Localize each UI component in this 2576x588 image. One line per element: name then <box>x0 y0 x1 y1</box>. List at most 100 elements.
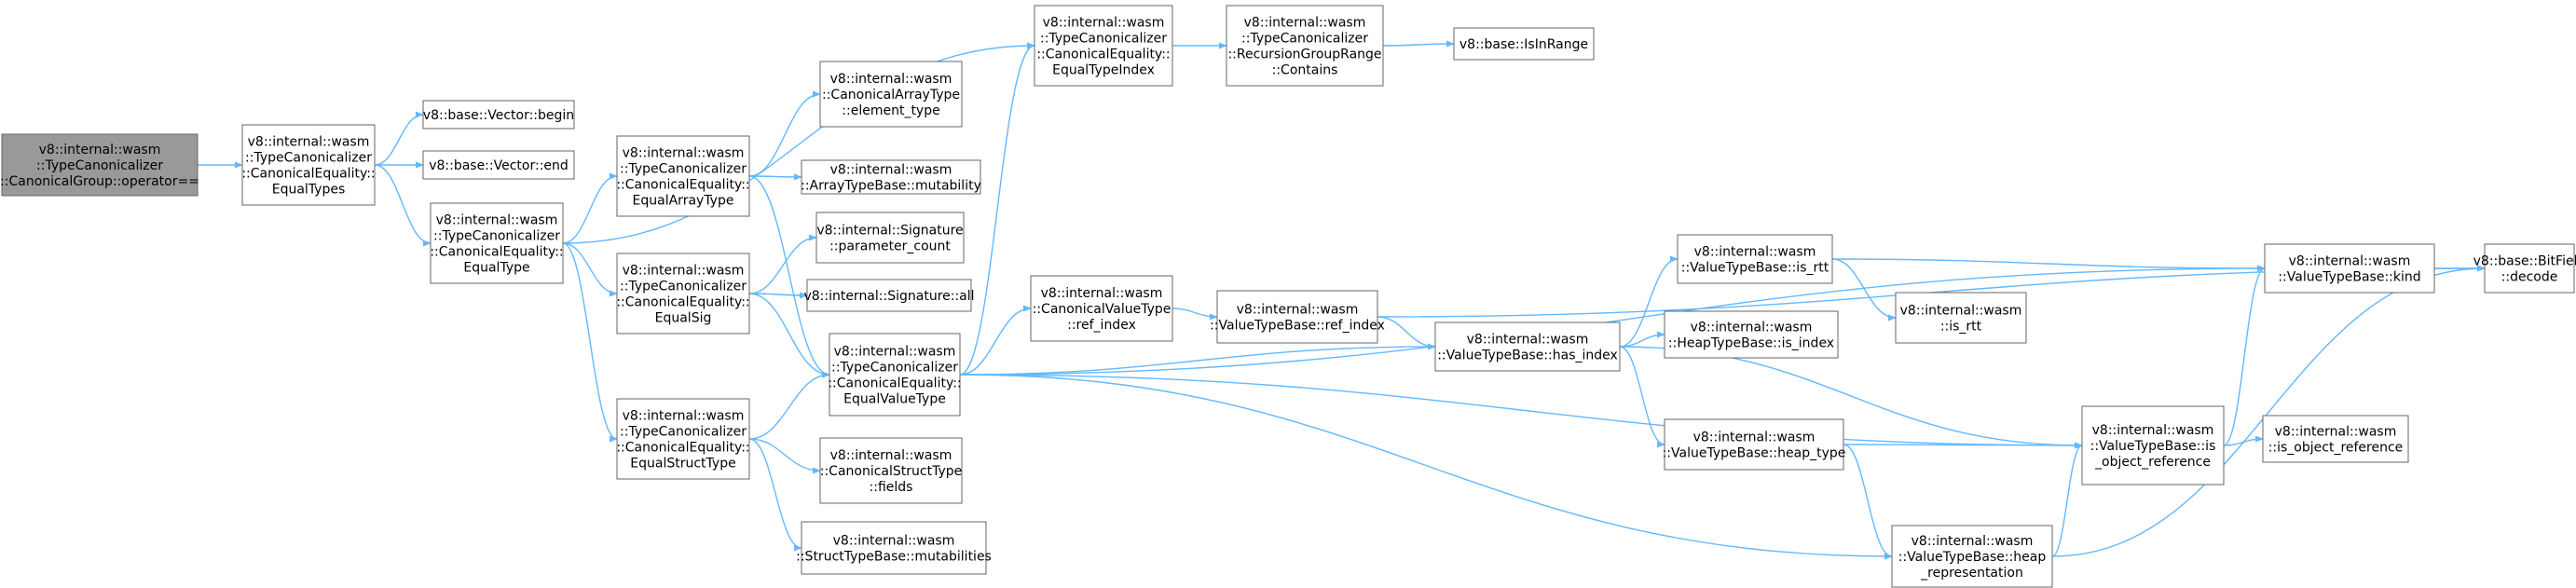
node-label-line: ::CanonicalEquality:: <box>616 295 749 310</box>
node-label-line: v8::internal::wasm <box>2275 425 2397 440</box>
node-internal-wasm-canonicalstructtype-fields[interactable]: v8::internal::wasm::CanonicalStructType:… <box>819 437 963 504</box>
node-box <box>819 61 963 128</box>
edge-n4-n6 <box>562 242 618 297</box>
edge-n18-n19 <box>1172 308 1218 321</box>
node-label-line: _object_reference <box>2094 455 2211 470</box>
edge-n6-n10 <box>748 234 817 294</box>
node-label-line: ::ValueTypeBase::kind <box>2278 270 2420 285</box>
node-label-line: ::TypeCanonicalizer <box>620 280 747 294</box>
edge-n16-n17 <box>1382 40 1455 48</box>
node-box <box>1030 275 1173 342</box>
node-nal-wasm-canonicalarraytype-element-type[interactable]: v8::internal::wasm::CanonicalArrayType::… <box>819 61 963 128</box>
node-v8-internal-wasm-is-rtt[interactable]: v8::internal::wasm::is_rtt <box>1895 292 2027 344</box>
node-label-line: v8::internal::wasm <box>1911 534 2034 549</box>
node-label-line: v8::internal::wasm <box>2092 423 2214 438</box>
edge-n1-n4 <box>374 164 432 247</box>
node-v8-internal-wasm-valuetypebase-is-rtt[interactable]: v8::internal::wasm::ValueTypeBase::is_rt… <box>1677 234 1833 284</box>
edge-n23-n29 <box>1843 444 1893 560</box>
edge-n5-n8 <box>748 90 821 177</box>
node-box <box>422 150 575 180</box>
edge-n1-n2 <box>374 111 424 166</box>
node-alizer-canonicalequality-equalstructtype[interactable]: v8::internal::wasm::TypeCanonicalizer::C… <box>616 398 750 480</box>
node-calizer-canonicalequality-equaltypeindex[interactable]: v8::internal::wasm::TypeCanonicalizer::C… <box>1034 5 1173 87</box>
node-label-line: v8::internal::wasm <box>830 448 952 463</box>
node-label-line: ::CanonicalEquality:: <box>241 167 375 182</box>
node-label-line: ::TypeCanonicalizer <box>36 158 163 173</box>
node-v8-base-vector-end[interactable]: v8::base::Vector::end <box>422 150 575 180</box>
node-label-line: ::CanonicalArrayType <box>822 88 960 103</box>
node-label-line: ::TypeCanonicalizer <box>1241 32 1368 47</box>
node-label-line: ::ValueTypeBase::heap <box>1898 550 2047 565</box>
edge-n7-n13 <box>748 438 821 474</box>
node-label-line: ::CanonicalEquality:: <box>1036 48 1170 62</box>
node-nonicalizer-canonicalequality-equaltypes[interactable]: v8::internal::wasm::TypeCanonicalizer::C… <box>241 124 376 206</box>
edge-n27-n25 <box>2223 265 2266 446</box>
node-v8-internal-signature-all[interactable]: v8::internal::Signature::all <box>803 279 975 312</box>
node-label-line: ::TypeCanonicalizer <box>831 361 958 376</box>
node-v8-internal-wasm-is-object-reference[interactable]: v8::internal::wasm::is_object_reference <box>2262 415 2409 463</box>
node-label-line: v8::internal::wasm <box>1691 321 1813 335</box>
node-label-line: v8::internal::wasm <box>1900 304 2022 319</box>
node-8-internal-wasm-arraytypebase-mutability[interactable]: v8::internal::wasm::ArrayTypeBase::mutab… <box>801 159 981 195</box>
node-label-line: ::TypeCanonicalizer <box>620 425 747 440</box>
node-label-line: ::CanonicalValueType <box>1033 302 1172 317</box>
node-label-line: v8::internal::wasm <box>436 213 558 228</box>
node-label-line: v8::internal::wasm <box>830 72 952 87</box>
node-v8-internal-wasm-valuetypebase-has-index[interactable]: v8::internal::wasm::ValueTypeBase::has_i… <box>1434 321 1621 372</box>
node-l-wasm-valuetypebase-heap-representation[interactable]: v8::internal::wasm::ValueTypeBase::heap_… <box>1891 525 2053 588</box>
node-label-line: ::CanonicalGroup::operator== <box>0 174 199 189</box>
node-label-line: EqualArrayType <box>633 194 734 209</box>
node-nternal-wasm-structtypebase-mutabilities[interactable]: v8::internal::wasm::StructTypeBase::muta… <box>796 521 992 575</box>
node-label-line: ::is_object_reference <box>2268 441 2404 456</box>
node-ypecanonicalizer-canonicalgroup-operator[interactable]: v8::internal::wasm::TypeCanonicalizer::C… <box>0 133 199 197</box>
node-label-line: v8::base::Vector::end <box>429 158 569 173</box>
node-ternal-wasm-canonicalvaluetype-ref-index[interactable]: v8::internal::wasm::CanonicalValueType::… <box>1030 275 1173 342</box>
node-v8-internal-wasm-valuetypebase-kind[interactable]: v8::internal::wasm::ValueTypeBase::kind <box>2264 243 2435 294</box>
node-v8-internal-wasm-valuetypebase-ref-index[interactable]: v8::internal::wasm::ValueTypeBase::ref_i… <box>1210 290 1385 344</box>
node-v8-internal-wasm-valuetypebase-heap-type[interactable]: v8::internal::wasm::ValueTypeBase::heap_… <box>1663 418 1846 471</box>
node-label-line: EqualType <box>463 261 529 276</box>
node-calizer-canonicalequality-equalarraytype[interactable]: v8::internal::wasm::TypeCanonicalizer::C… <box>616 135 750 217</box>
node-label-line: ::ArrayTypeBase::mutability <box>801 179 981 194</box>
node-label-line: v8::internal::wasm <box>2289 254 2411 269</box>
node-label-line: ::RecursionGroupRange <box>1227 48 1381 62</box>
node-calizer-canonicalequality-equalvaluetype[interactable]: v8::internal::wasm::TypeCanonicalizer::C… <box>828 333 962 417</box>
edge-n5-n12 <box>748 175 830 378</box>
edge-n4-n15 <box>562 42 1035 244</box>
node-label-line: v8::internal::wasm <box>39 143 161 157</box>
node-label-line: ::ValueTypeBase::is <box>2090 439 2216 454</box>
edge-n5-n9 <box>748 173 802 181</box>
edge-n21-n25 <box>1831 258 2266 272</box>
node-v8-base-bitfield-decode[interactable]: v8::base::BitField::decode <box>2473 243 2576 294</box>
node-box <box>2081 405 2225 485</box>
node-label-line: ::parameter_count <box>829 239 951 254</box>
edge-n6-n11 <box>748 292 808 299</box>
edge-n12-n18 <box>959 305 1032 376</box>
node-label-line: v8::internal::wasm <box>623 146 745 161</box>
node-v8-internal-wasm-heaptypebase-is-index[interactable]: v8::internal::wasm::HeapTypeBase::is_ind… <box>1664 310 1839 359</box>
node-label-line: v8::internal::wasm <box>1467 333 1589 348</box>
node-nonicalizer-recursiongrouprange-contains[interactable]: v8::internal::wasm::TypeCanonicalizer::R… <box>1226 5 1384 87</box>
edge-n19-n20 <box>1377 316 1436 350</box>
node-label-line: EqualStructType <box>630 457 735 472</box>
node-label-line: v8::base::BitField <box>2473 254 2576 269</box>
node-box <box>1453 27 1595 61</box>
node-v8-base-isinrange[interactable]: v8::base::IsInRange <box>1453 27 1595 61</box>
node-v8-base-vector-begin[interactable]: v8::base::Vector::begin <box>422 100 575 130</box>
node-box <box>1664 418 1844 471</box>
node-label-line: v8::internal::wasm <box>830 163 952 178</box>
node-label-line: ::TypeCanonicalizer <box>433 229 560 244</box>
edge-n12-n29 <box>959 374 1893 560</box>
node-l-wasm-valuetypebase-is-object-reference[interactable]: v8::internal::wasm::ValueTypeBase::is_ob… <box>2081 405 2225 485</box>
node-label-line: ::is_rtt <box>1940 320 1982 335</box>
node-label-line: v8::internal::wasm <box>1043 16 1165 31</box>
node-anonicalizer-canonicalequality-equaltype[interactable]: v8::internal::wasm::TypeCanonicalizer::C… <box>430 202 564 284</box>
node-box <box>1677 234 1833 284</box>
node-canonicalizer-canonicalequality-equalsig[interactable]: v8::internal::wasm::TypeCanonicalizer::C… <box>616 253 750 335</box>
node-label-line: EqualTypeIndex <box>1052 63 1155 78</box>
node-box <box>422 100 575 130</box>
node-label-line: ::CanonicalEquality:: <box>828 376 961 391</box>
node-box <box>801 521 987 575</box>
node-v8-internal-signature-parameter-count[interactable]: v8::internal::Signature::parameter_count <box>815 212 965 264</box>
